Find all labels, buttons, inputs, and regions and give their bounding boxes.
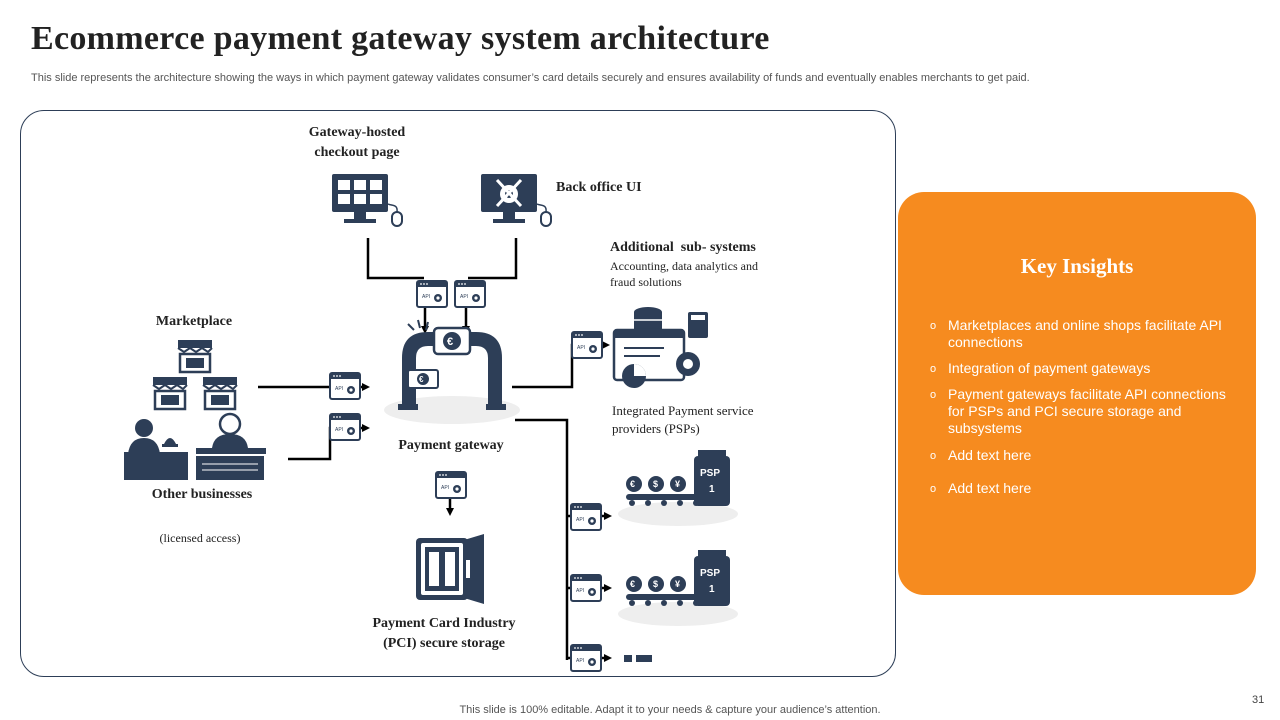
svg-text:API: API [577, 345, 585, 351]
insight-item: o Add text here [930, 447, 1032, 463]
marketplace-icon [152, 340, 238, 411]
key-insights-title: Key Insights [1020, 254, 1134, 278]
checkout-page-monitor-icon [331, 173, 403, 227]
api-icon: API [329, 372, 361, 400]
payment-gateway-icon: € € [384, 319, 520, 424]
pci-storage-icon [416, 534, 484, 604]
api-icon: API [570, 574, 602, 602]
svg-text:€: € [630, 479, 635, 489]
svg-text:€: € [630, 579, 635, 589]
svg-text:¥: ¥ [675, 479, 680, 489]
svg-text:¥: ¥ [675, 579, 680, 589]
back-office-label: Back office UI [556, 180, 642, 195]
svg-text:$: $ [653, 479, 658, 489]
svg-text:API: API [422, 294, 430, 300]
svg-text:€: € [447, 336, 453, 348]
svg-text:€: € [419, 375, 424, 384]
svg-text:API: API [335, 386, 343, 392]
pci-storage-label: Payment Card Industry (PCI) secure stora… [372, 616, 516, 651]
subsystems-icon [612, 307, 708, 388]
marketplace-label: Marketplace [155, 314, 233, 329]
bullet-icon: o [930, 320, 937, 332]
footer-note: This slide is 100% editable. Adapt it to… [459, 704, 881, 716]
svg-text:1: 1 [709, 584, 715, 595]
api-icon: API [454, 280, 486, 308]
licensed-access-label: (licensed access) [159, 531, 241, 545]
api-icon: API [416, 280, 448, 308]
svg-text:PSP: PSP [700, 568, 720, 579]
bullet-icon: o [930, 363, 937, 375]
svg-text:API: API [576, 658, 584, 664]
integrated-psp-label: Integrated Payment service providers (PS… [612, 403, 754, 436]
architecture-diagram: API API API API API API API API API € € [124, 173, 738, 672]
svg-text:PSP: PSP [700, 468, 720, 479]
insight-item: o Add text here [930, 480, 1032, 496]
api-icon: API [329, 413, 361, 441]
back-office-monitor-icon [480, 173, 552, 227]
api-icon: API [570, 503, 602, 531]
svg-text:API: API [576, 517, 584, 523]
api-icon: API [435, 471, 467, 499]
svg-text:API: API [335, 427, 343, 433]
api-icon: API [570, 644, 602, 672]
api-icon: API [571, 331, 603, 359]
svg-text:$: $ [653, 579, 658, 589]
more-psp-ellipsis-icon [624, 655, 652, 662]
additional-subsystems-description: Accounting, data analytics and fraud sol… [610, 259, 758, 289]
svg-text:API: API [441, 485, 449, 491]
key-insights-panel: Key Insights o Marketplaces and online s… [898, 192, 1256, 595]
gateway-hosted-label: Gateway-hosted checkout page [308, 125, 406, 160]
svg-text:API: API [576, 588, 584, 594]
svg-text:API: API [460, 294, 468, 300]
page-number: 31 [1252, 694, 1265, 706]
insight-item: o Integration of payment gateways [930, 360, 1151, 376]
psp-machine-icon: € $ ¥ PSP 1 [618, 450, 738, 526]
psp-machine-icon: € $ ¥ PSP 1 [618, 550, 738, 626]
architecture-diagram-frame [20, 110, 896, 677]
insight-item: o Payment gateways facilitate API connec… [930, 386, 1226, 436]
bullet-icon: o [930, 483, 937, 495]
bullet-icon: o [930, 389, 937, 401]
bullet-icon: o [930, 450, 937, 462]
slide-subtitle: This slide represents the architecture s… [31, 72, 1030, 84]
svg-text:1: 1 [709, 484, 715, 495]
insight-item: o Marketplaces and online shops facilita… [930, 317, 1222, 350]
other-businesses-icon [124, 412, 266, 480]
payment-gateway-label: Payment gateway [398, 438, 504, 453]
other-businesses-label: Other businesses [151, 487, 253, 502]
additional-subsystems-title: Additional sub- systems [610, 240, 756, 255]
slide-title: Ecommerce payment gateway system archite… [31, 20, 770, 57]
